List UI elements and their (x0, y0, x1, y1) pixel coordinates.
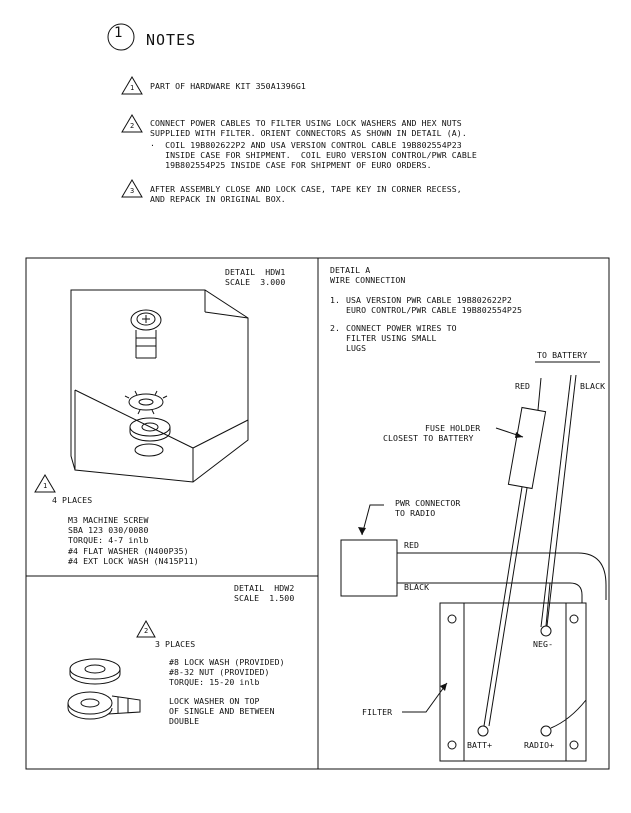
flat-washer (129, 417, 171, 442)
note-2-line-3: · COIL 19B802622P2 AND USA VERSION CONTR… (150, 140, 462, 150)
note-3-line-1: AFTER ASSEMBLY CLOSE AND LOCK CASE, TAPE… (150, 184, 462, 194)
note-flag-num-3: 3 (130, 187, 135, 195)
lock-wash-drawing (69, 658, 121, 685)
neg-label: NEG- (533, 639, 554, 649)
detail-a-item1-line2: EURO CONTROL/PWR CABLE 19B802554P25 (346, 305, 523, 315)
detail-a-item2-line1: CONNECT POWER WIRES TO (346, 323, 457, 333)
fuse-holder-label-1: FUSE HOLDER (425, 423, 481, 433)
filter-label: FILTER (362, 707, 393, 717)
black-top-label: BLACK (580, 381, 606, 391)
detail-a-item1-num: 1. (330, 295, 341, 305)
pwr-connector-label-2: TO RADIO (395, 508, 436, 518)
detail-a-item2-line3: LUGS (346, 343, 367, 353)
note-2-line-2: SUPPLIED WITH FILTER. ORIENT CONNECTORS … (150, 128, 467, 138)
note-3-line-2: AND REPACK IN ORIGINAL BOX. (150, 194, 286, 204)
pwr-connector-box (340, 539, 398, 597)
red-wire-label: RED (404, 540, 420, 550)
red-top-label: RED (515, 381, 531, 391)
hdw2-spec-2: #8-32 NUT (PROVIDED) (169, 667, 270, 677)
pwr-leader (361, 504, 384, 536)
hdw2-flag (136, 619, 156, 638)
note-2-line-5: 19B802554P25 INSIDE CASE FOR SHIPMENT OF… (150, 160, 432, 170)
detail-a-item2-num: 2. (330, 323, 341, 333)
hdw2-spec-1: #8 LOCK WASH (PROVIDED) (169, 657, 285, 667)
note-flag-num-1: 1 (130, 84, 135, 92)
hdw1-flag-num: 1 (43, 482, 48, 490)
machine-screw (130, 309, 162, 359)
hdw2-note-1: LOCK WASHER ON TOP (169, 696, 260, 706)
hdw1-title: DETAIL HDW1 (225, 267, 286, 277)
hdw2-flag-num: 2 (144, 627, 149, 635)
ext-lock-washer (124, 390, 168, 415)
hdw1-spec-5: #4 EXT LOCK WASH (N415P11) (68, 556, 199, 566)
pwr-connector-label-1: PWR CONNECTOR (395, 498, 461, 508)
note-flag-3 (121, 179, 143, 198)
hdw1-spec-3: TORQUE: 4-7 inlb (68, 535, 149, 545)
note-flag-1 (121, 76, 143, 95)
terminal-radio (540, 725, 552, 737)
hdw2-scale: SCALE 1.500 (234, 593, 295, 603)
note-1-line-1: PART OF HARDWARE KIT 350A1396G1 (150, 81, 306, 91)
hdw2-spec-3: TORQUE: 15-20 inlb (169, 677, 260, 687)
to-battery-label: TO BATTERY (537, 350, 588, 360)
detail-a-subtitle: WIRE CONNECTION (330, 275, 406, 285)
hdw2-note-3: DOUBLE (169, 716, 200, 726)
note-flag-2 (121, 114, 143, 133)
note-number-circle (107, 23, 135, 51)
note-2-line-1: CONNECT POWER CABLES TO FILTER USING LOC… (150, 118, 462, 128)
note-2-line-4: INSIDE CASE FOR SHIPMENT. COIL EURO VERS… (150, 150, 477, 160)
detail-a-title: DETAIL A (330, 265, 371, 275)
terminal-batt (477, 725, 489, 737)
hdw1-scale: SCALE 3.000 (225, 277, 286, 287)
hdw2-title: DETAIL HDW2 (234, 583, 295, 593)
fuse-holder (507, 406, 547, 490)
note-flag-num-2: 2 (130, 122, 135, 130)
radio-label: RADIO+ (524, 740, 555, 750)
hdw1-spec-4: #4 FLAT WASHER (N400P35) (68, 546, 189, 556)
fuse-holder-label-2: CLOSEST TO BATTERY (383, 433, 474, 443)
batt-label: BATT+ (467, 740, 493, 750)
filter-leader (402, 682, 448, 713)
hdw2-places: 3 PLACES (155, 639, 196, 649)
detail-a-item2-line2: FILTER USING SMALL (346, 333, 437, 343)
hdw1-flag (34, 474, 56, 493)
detail-a-item1-line1: USA VERSION PWR CABLE 19B802622P2 (346, 295, 512, 305)
power-cable (397, 552, 607, 600)
filter-box (439, 602, 587, 762)
hdw1-spec-1: M3 MACHINE SCREW (68, 515, 149, 525)
black-wire-label: BLACK (404, 582, 430, 592)
hdw1-spec-2: SBA 123 030/0080 (68, 525, 149, 535)
notes-title: NOTES (146, 31, 197, 49)
ring-lug-drawing (67, 691, 141, 720)
bracket-drawing (70, 289, 249, 483)
hdw2-note-2: OF SINGLE AND BETWEEN (169, 706, 275, 716)
note-circle-number: 1 (114, 25, 124, 41)
terminal-neg (540, 625, 552, 637)
hdw1-places: 4 PLACES (52, 495, 93, 505)
